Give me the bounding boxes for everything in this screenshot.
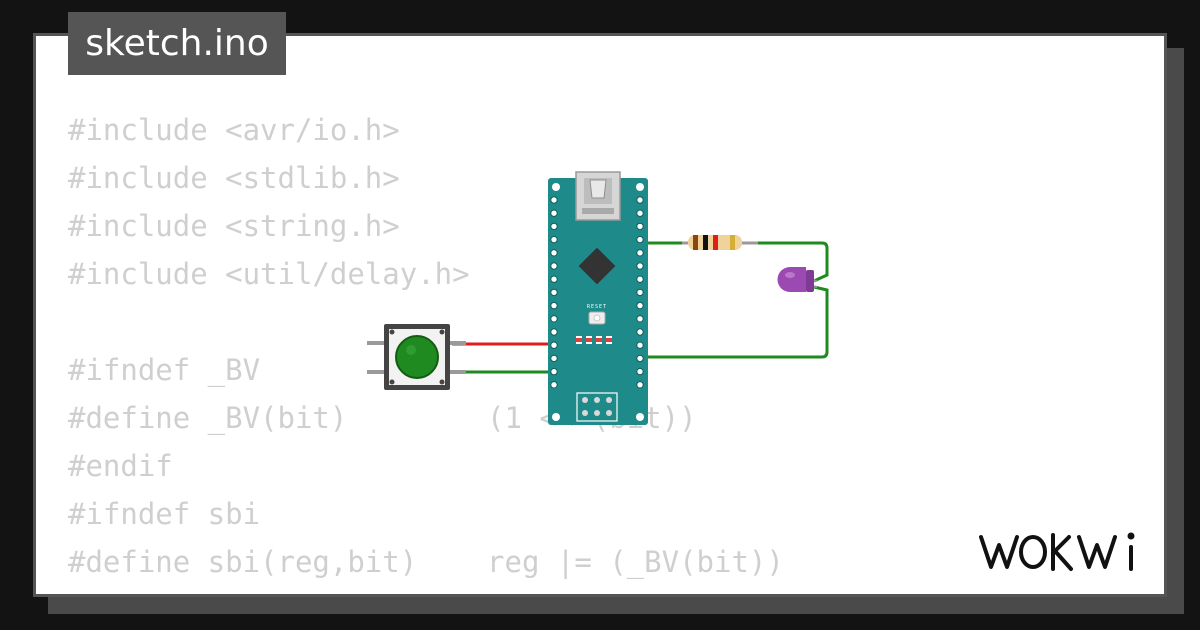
board-pin[interactable] [550,367,558,376]
board-pin[interactable] [636,301,644,310]
code-line: #include <avr/io.h> [68,113,400,147]
wire-resistor-to-led [752,241,829,283]
board-pin[interactable] [550,328,558,336]
code-line: #include <stdlib.h> [68,161,400,195]
code-line: #endif [68,449,173,483]
code-line: #include <string.h> [68,209,400,243]
usb-connector [575,171,621,221]
board-pin[interactable] [636,235,644,244]
wire-led-to-board [640,285,829,359]
board-pin[interactable] [550,235,558,244]
icsp-header [576,392,618,422]
status-leds [576,336,612,344]
microcontroller-chip [578,247,616,285]
board-pin[interactable] [636,262,644,270]
code-line: #define sbi(reg,bit) reg |= (_BV(bit)) [68,545,784,579]
pushbutton[interactable] [367,324,466,390]
board-pin[interactable] [636,209,644,217]
board-pin[interactable] [550,249,558,257]
resistor[interactable] [682,235,758,250]
board-pin[interactable] [636,367,644,376]
board-pin[interactable] [636,288,644,297]
file-tab[interactable]: sketch.ino [68,12,286,75]
board-pin[interactable] [550,354,558,363]
board-pin[interactable] [550,209,558,217]
board-pin[interactable] [636,381,644,389]
code-block: #include <avr/io.h> #include <stdlib.h> #i… [68,106,784,594]
board-pin[interactable] [550,301,558,310]
board-pin[interactable] [636,328,644,336]
code-line: #ifndef _BV [68,353,261,387]
board-pin[interactable] [550,222,558,231]
board-pin[interactable] [636,315,644,323]
board-pin[interactable] [636,196,644,204]
wokwi-logo [979,532,1135,571]
board-pin[interactable] [550,288,558,297]
board-pin[interactable] [636,275,644,283]
code-line: #endif [68,586,784,594]
board-pin[interactable] [636,249,644,257]
board-pin[interactable] [550,341,558,349]
arduino-nano-board[interactable]: RESET [548,171,648,425]
reset-label: RESET [587,304,607,310]
code-line: #ifndef sbi [68,497,261,531]
board-pin[interactable] [636,222,644,231]
led[interactable] [777,267,818,292]
board-pin[interactable] [550,262,558,270]
board-pin[interactable] [636,341,644,349]
button-cap[interactable] [395,335,439,379]
board-pin[interactable] [550,275,558,283]
board-pins-right [636,196,644,389]
board-pin[interactable] [636,354,644,363]
board-pin[interactable] [550,315,558,323]
board-pin[interactable] [550,196,558,204]
code-line: #include <util/delay.h> [68,257,470,291]
wire-button-green [452,370,556,386]
board-pin[interactable] [550,381,558,389]
board-pins-left [550,196,558,389]
